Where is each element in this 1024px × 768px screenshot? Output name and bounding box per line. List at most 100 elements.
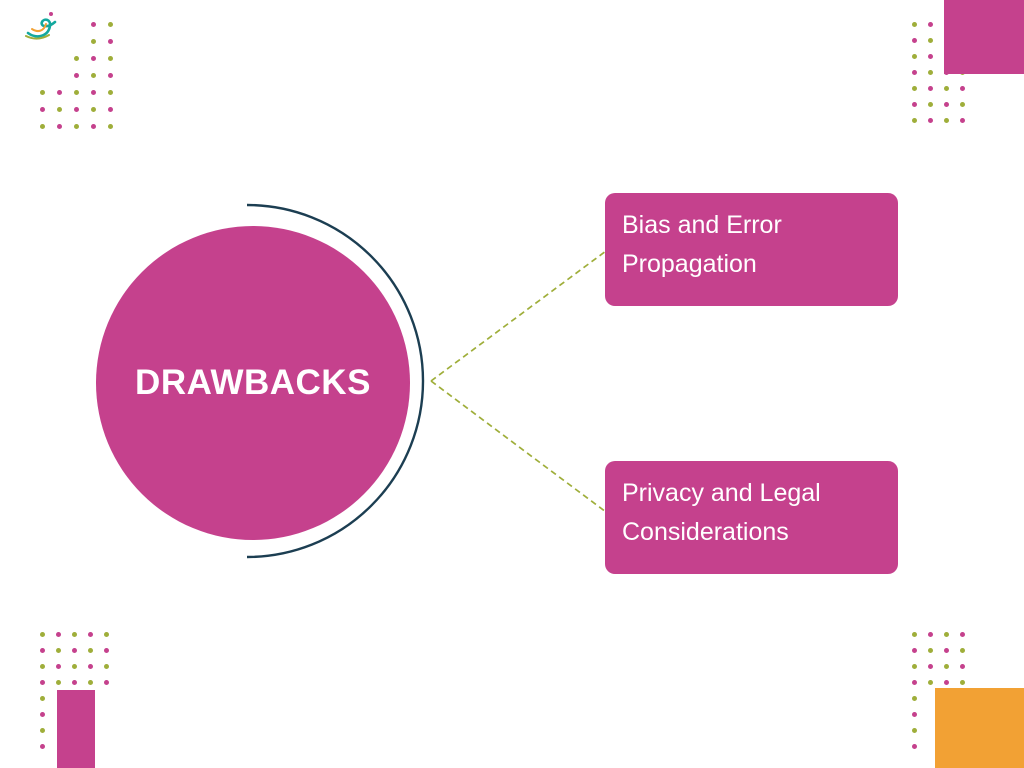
decorative-dot <box>91 22 96 27</box>
decorative-dot <box>960 118 965 123</box>
decorative-dot <box>72 648 77 653</box>
accent-square-bottom-right <box>935 688 1024 768</box>
decorative-dot <box>72 664 77 669</box>
decorative-dot <box>74 124 79 129</box>
decorative-dot <box>944 118 949 123</box>
decorative-dot <box>88 664 93 669</box>
accent-square-bottom-left <box>57 690 95 768</box>
decorative-dot <box>40 680 45 685</box>
connector-line-bottom <box>430 380 607 513</box>
decorative-dot <box>928 664 933 669</box>
decorative-dot <box>74 90 79 95</box>
decorative-dot <box>912 70 917 75</box>
decorative-dot <box>88 680 93 685</box>
decorative-dot <box>960 664 965 669</box>
decorative-dot <box>40 728 45 733</box>
decorative-dot <box>944 86 949 91</box>
decorative-dot <box>912 680 917 685</box>
decorative-dot <box>40 124 45 129</box>
decorative-dot <box>108 90 113 95</box>
decorative-dot <box>108 22 113 27</box>
decorative-dot <box>72 632 77 637</box>
decorative-dot <box>104 648 109 653</box>
decorative-dot <box>912 728 917 733</box>
branch-node-privacy: Privacy and Legal Considerations <box>605 461 898 574</box>
decorative-dot <box>57 90 62 95</box>
decorative-dot <box>960 680 965 685</box>
accent-square-top-right <box>944 0 1024 74</box>
decorative-dot <box>912 712 917 717</box>
decorative-dot <box>928 86 933 91</box>
decorative-dot <box>928 70 933 75</box>
decorative-dot <box>40 90 45 95</box>
circle-arc <box>246 203 425 559</box>
decorative-dot <box>944 664 949 669</box>
decorative-dot <box>40 632 45 637</box>
decorative-dot <box>40 712 45 717</box>
decorative-dot <box>56 632 61 637</box>
branch-node-label: Privacy and Legal Considerations <box>622 479 821 546</box>
decorative-dot <box>57 124 62 129</box>
decorative-dot <box>74 107 79 112</box>
decorative-dot <box>928 648 933 653</box>
decorative-dot <box>108 124 113 129</box>
decorative-dot <box>912 86 917 91</box>
decorative-dot <box>960 102 965 107</box>
branch-node-bias: Bias and Error Propagation <box>605 193 898 306</box>
decorative-dot <box>928 680 933 685</box>
decorative-dot <box>944 632 949 637</box>
decorative-dot <box>91 124 96 129</box>
decorative-dot <box>40 107 45 112</box>
decorative-dot <box>40 696 45 701</box>
decorative-dot <box>72 680 77 685</box>
decorative-dot <box>104 664 109 669</box>
decorative-dot <box>91 107 96 112</box>
decorative-dot <box>928 102 933 107</box>
decorative-dot <box>108 107 113 112</box>
decorative-dot <box>108 39 113 44</box>
decorative-dot <box>912 632 917 637</box>
decorative-dot <box>960 86 965 91</box>
decorative-dot <box>104 680 109 685</box>
decorative-dot <box>74 56 79 61</box>
decorative-dot <box>912 22 917 27</box>
brand-logo-icon <box>25 12 57 40</box>
decorative-dot <box>56 680 61 685</box>
decorative-dot <box>40 648 45 653</box>
central-node: DRAWBACKS <box>96 226 410 540</box>
decorative-dot <box>960 648 965 653</box>
decorative-dot <box>928 632 933 637</box>
central-node-label: DRAWBACKS <box>135 363 371 402</box>
decorative-dot <box>57 107 62 112</box>
decorative-dot <box>91 90 96 95</box>
decorative-dot <box>944 648 949 653</box>
decorative-dot <box>912 54 917 59</box>
decorative-dot <box>91 56 96 61</box>
decorative-dot <box>56 664 61 669</box>
decorative-dot <box>912 118 917 123</box>
decorative-dot <box>88 648 93 653</box>
decorative-dot <box>928 22 933 27</box>
decorative-dot <box>40 744 45 749</box>
branch-node-label: Bias and Error Propagation <box>622 211 782 278</box>
decorative-dot <box>928 54 933 59</box>
decorative-dot <box>56 648 61 653</box>
decorative-dot <box>108 56 113 61</box>
decorative-dot <box>74 73 79 78</box>
decorative-dot <box>91 39 96 44</box>
decorative-dot <box>104 632 109 637</box>
decorative-dot <box>912 696 917 701</box>
decorative-dot <box>928 38 933 43</box>
decorative-dot <box>944 102 949 107</box>
decorative-dot <box>912 664 917 669</box>
decorative-dot <box>91 73 96 78</box>
decorative-dot <box>88 632 93 637</box>
decorative-dot <box>960 632 965 637</box>
connector-line-top <box>430 250 607 382</box>
decorative-dot <box>928 118 933 123</box>
decorative-dot <box>912 648 917 653</box>
decorative-dot <box>40 664 45 669</box>
decorative-dot <box>912 102 917 107</box>
